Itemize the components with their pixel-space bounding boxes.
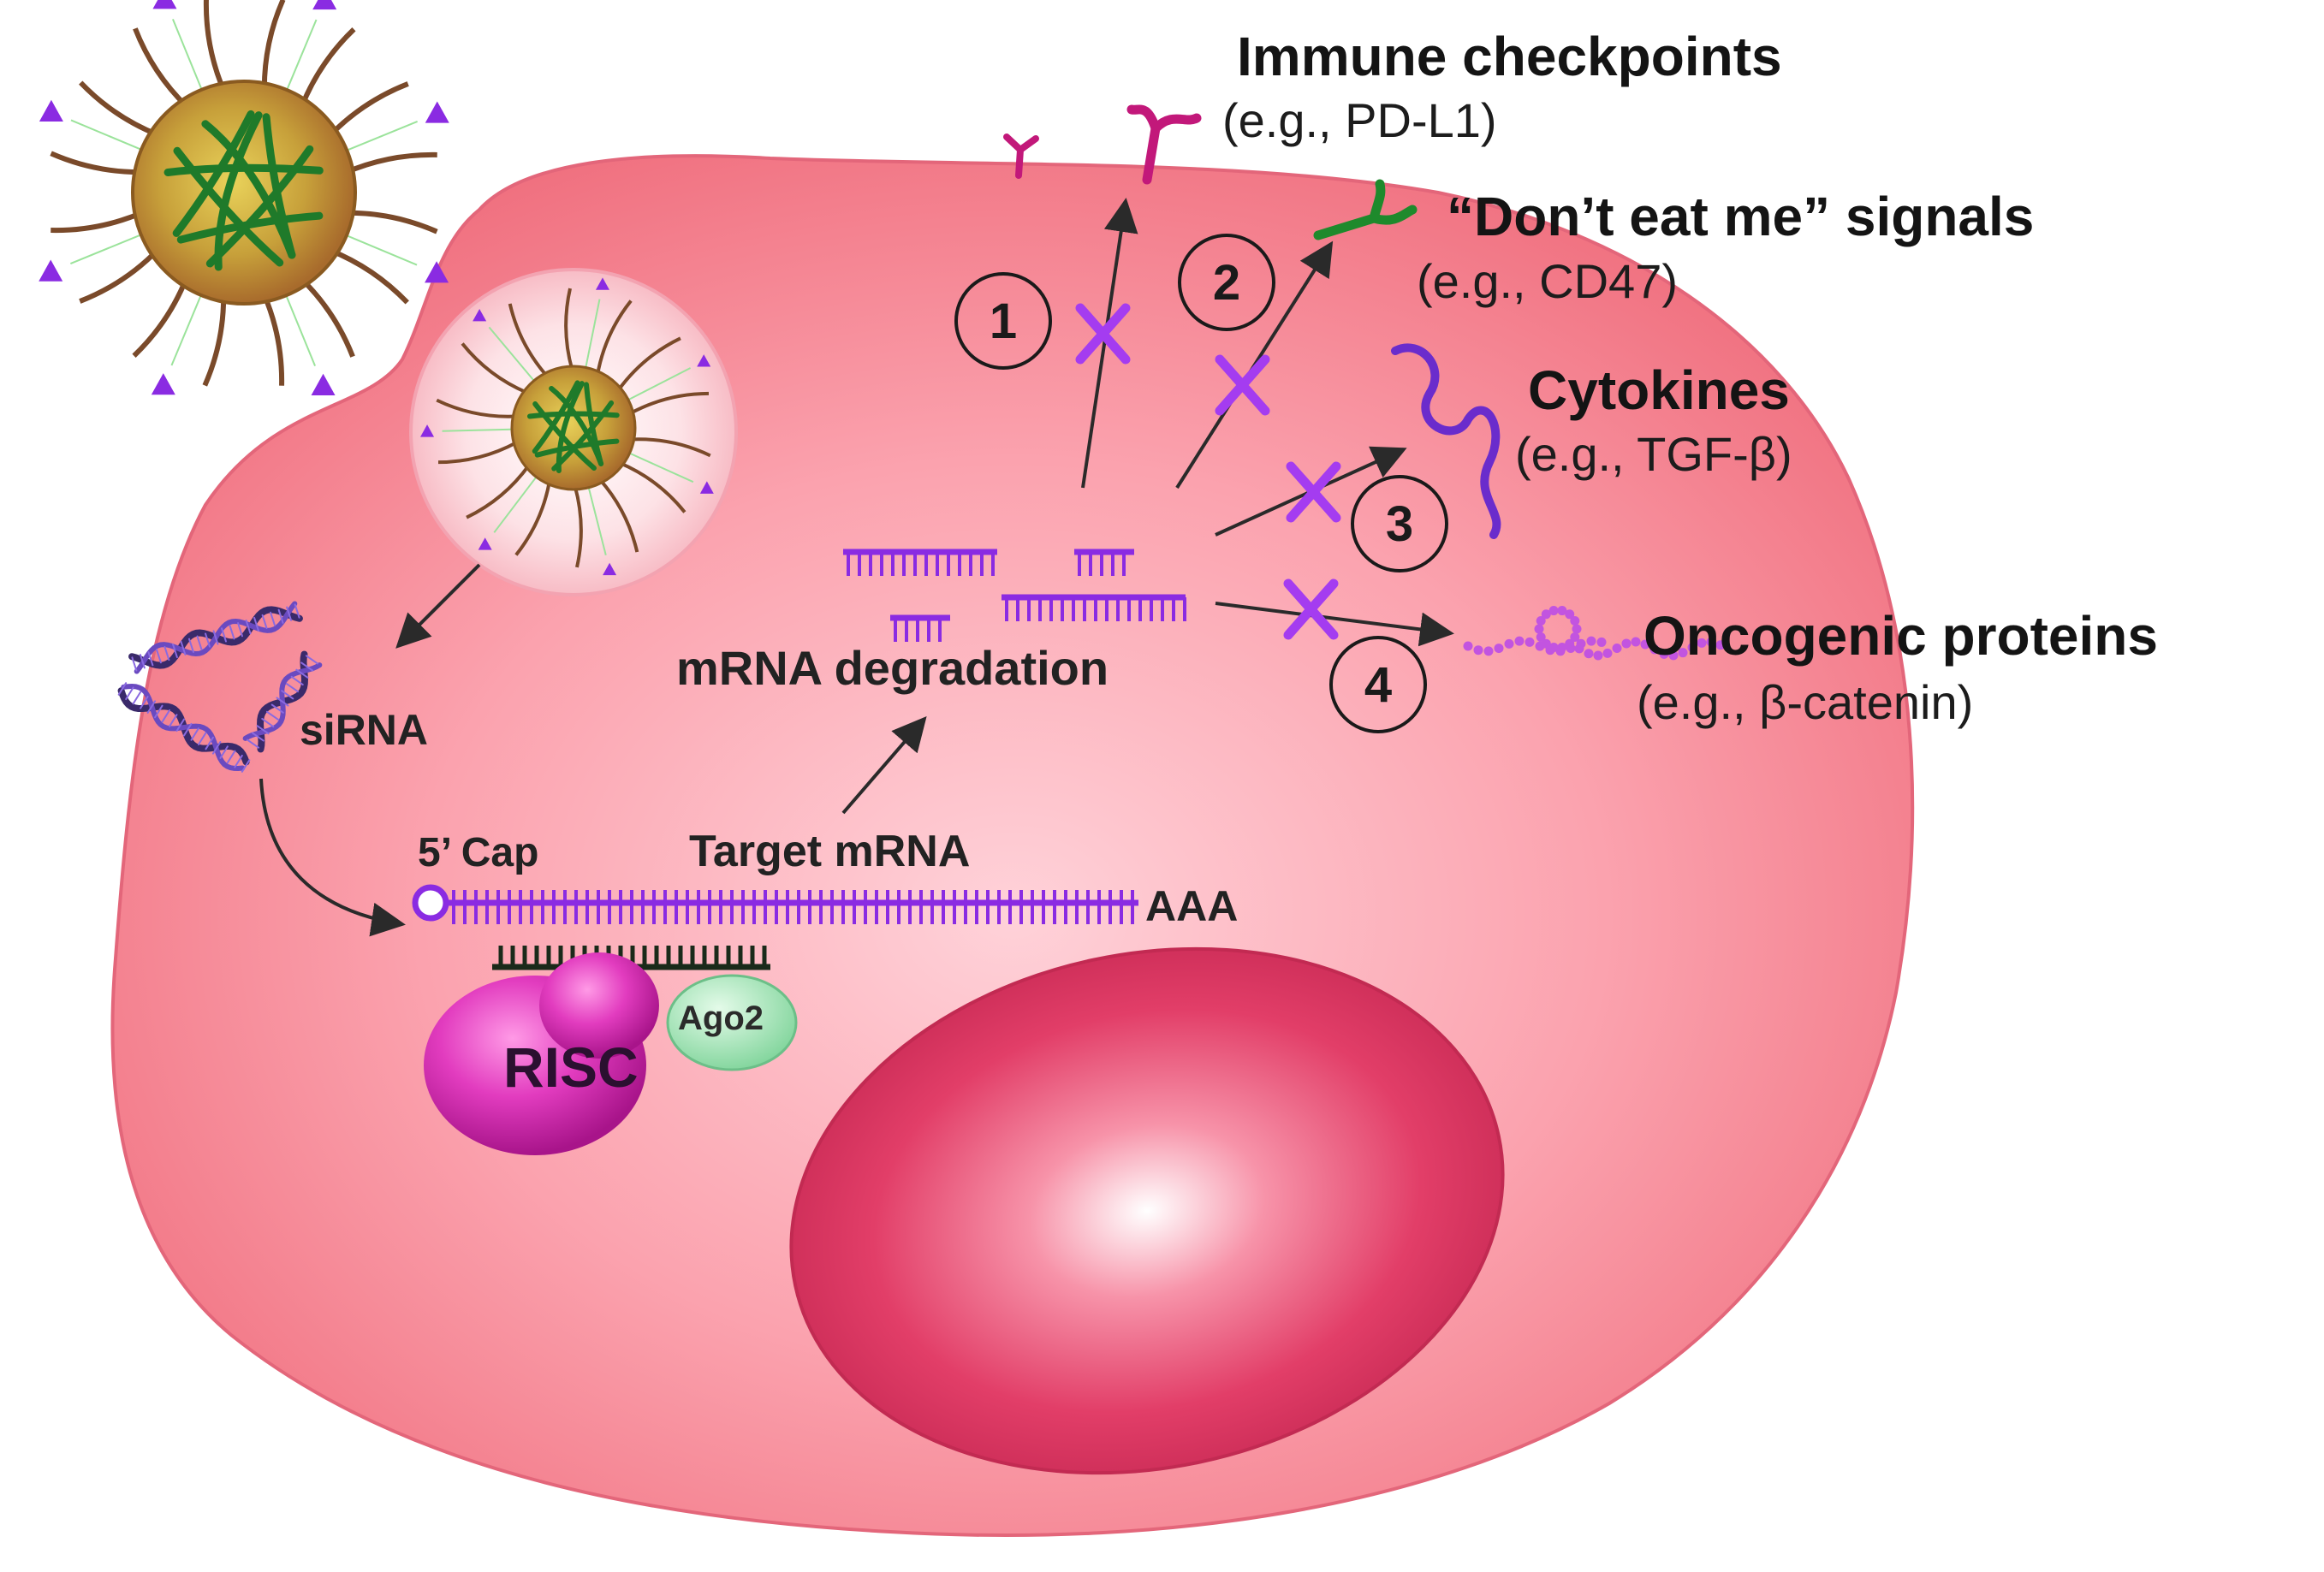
target-1-example: (e.g., PD-L1) <box>1222 93 1497 147</box>
svg-text:3: 3 <box>1386 496 1413 552</box>
pathway-number-3: 3 <box>1351 475 1448 572</box>
nanoparticle-icon <box>39 0 449 395</box>
endosome-icon <box>409 268 738 596</box>
pathway-number-2: 2 <box>1178 234 1275 331</box>
ago2-label: Ago2 <box>678 1000 764 1037</box>
svg-text:4: 4 <box>1364 657 1392 713</box>
target-2-example: (e.g., CD47) <box>1417 254 1678 308</box>
target-1-name: Immune checkpoints <box>1237 26 1782 87</box>
five-cap-label: 5’ Cap <box>418 830 538 875</box>
pathway-number-4: 4 <box>1329 636 1427 733</box>
cap-icon <box>412 884 449 922</box>
target-4-name: Oncogenic proteins <box>1643 605 2158 667</box>
target-3-name: Cytokines <box>1528 359 1790 421</box>
cytokine-strand-icon <box>1391 343 1501 539</box>
arrow-loading <box>259 778 406 937</box>
sirna-duplex-icon <box>117 601 323 773</box>
cd47-receptor-icon <box>1313 179 1418 240</box>
pd-l1-receptor-icon <box>1003 104 1202 185</box>
target-3-example: (e.g., TGF-β) <box>1515 427 1792 481</box>
sirna-label: siRNA <box>300 706 428 754</box>
oncoprotein-chain-icon <box>1463 606 1726 661</box>
svg-text:1: 1 <box>990 294 1017 349</box>
mrna-fragments <box>843 549 1186 642</box>
target-mrna-label: Target mRNA <box>689 827 970 876</box>
block-x-icon <box>1075 303 1341 640</box>
target-4-example: (e.g., β-catenin) <box>1637 675 1973 729</box>
pathway-number-1: 1 <box>954 272 1052 370</box>
risc-complex <box>424 952 798 1155</box>
svg-text:2: 2 <box>1213 255 1240 311</box>
arrow-pathway-4 <box>1215 602 1454 647</box>
mrna-degradation-label: mRNA degradation <box>676 641 1109 695</box>
risc-label: RISC <box>503 1035 639 1099</box>
arrow-release <box>395 563 481 649</box>
target-2-name: “Don’t eat me” signals <box>1447 186 2034 247</box>
arrow-pathway-1 <box>1081 198 1138 489</box>
nucleus <box>789 946 1505 1475</box>
arrow-cleavage <box>841 715 927 815</box>
poly-a-label: AAA <box>1145 882 1238 930</box>
